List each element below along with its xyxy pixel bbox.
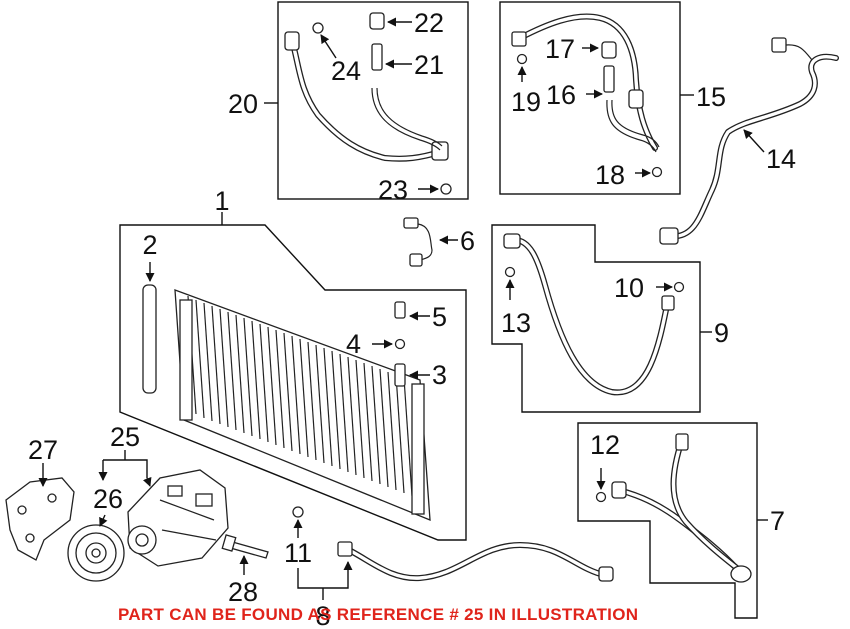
- callout-9: 9: [714, 318, 729, 348]
- callout-12: 12: [590, 430, 620, 460]
- callout-3: 3: [432, 360, 447, 390]
- callout-27: 27: [28, 435, 58, 465]
- o-ring-13: [504, 266, 516, 278]
- o-ring-19: [516, 53, 528, 65]
- leader-25-arrow-b: [142, 476, 152, 487]
- callout-1: 1: [214, 186, 229, 216]
- valve-3: [394, 363, 406, 387]
- bracket-27: [5, 477, 75, 561]
- callout-15: 15: [696, 82, 726, 112]
- callout-18: 18: [595, 160, 625, 190]
- group-box-1: [119, 224, 467, 541]
- callout-2: 2: [142, 230, 157, 260]
- callout-23: 23: [378, 175, 408, 205]
- valve-16: [603, 65, 615, 93]
- callout-21: 21: [414, 50, 444, 80]
- hose-assembly-20: [284, 31, 449, 162]
- leader-14: [743, 129, 765, 153]
- valve-21: [371, 43, 383, 71]
- group-box-20: [277, 1, 469, 200]
- callout-26: 26: [93, 484, 123, 514]
- callout-25: 25: [110, 422, 140, 452]
- group-box-7: [577, 422, 758, 619]
- o-ring-10: [673, 281, 685, 293]
- group-box-9: [491, 224, 701, 413]
- hose-14: [659, 37, 839, 245]
- callout-19: 19: [511, 87, 541, 117]
- callout-17: 17: [545, 34, 575, 64]
- leader-24: [320, 34, 337, 59]
- reference-note: PART CAN BE FOUND AS REFERENCE # 25 IN I…: [118, 605, 638, 624]
- cap-22: [369, 12, 385, 30]
- hose-assembly-15: [511, 13, 660, 153]
- leader-8-bracket: [297, 566, 349, 589]
- o-ring-23: [440, 183, 452, 195]
- drier-2: [142, 284, 157, 394]
- callout-22: 22: [414, 8, 444, 38]
- hose-assembly-7: [611, 433, 752, 583]
- o-ring-4: [394, 338, 406, 350]
- callout-10: 10: [614, 273, 644, 303]
- switch-5: [394, 301, 406, 319]
- leader-26: [99, 514, 108, 527]
- callout-20: 20: [228, 89, 258, 119]
- callout-8: 8: [315, 601, 330, 629]
- callout-13: 13: [501, 308, 531, 338]
- compressor-25: [127, 469, 229, 567]
- callout-7: 7: [770, 506, 785, 536]
- callout-6: 6: [460, 226, 475, 256]
- callout-16: 16: [546, 80, 576, 110]
- bolt-28: [221, 534, 269, 559]
- hose-8: [337, 541, 614, 582]
- group-box-15: [499, 1, 681, 195]
- o-ring-24: [312, 22, 324, 34]
- callout-11: 11: [284, 538, 312, 568]
- pulley-26: [67, 524, 125, 582]
- condenser: [174, 289, 431, 521]
- callout-5: 5: [432, 302, 447, 332]
- callout-4: 4: [346, 329, 361, 359]
- callout-24: 24: [331, 56, 361, 86]
- callout-14: 14: [766, 144, 796, 174]
- cap-17: [601, 41, 617, 59]
- hose-assembly-9: [503, 233, 675, 396]
- o-ring-12: [595, 491, 607, 503]
- sensor-6: [403, 217, 433, 267]
- leader-25-bracket: [102, 450, 148, 478]
- o-ring-18: [651, 166, 663, 178]
- o-ring-11: [292, 506, 304, 518]
- callout-28: 28: [228, 577, 258, 607]
